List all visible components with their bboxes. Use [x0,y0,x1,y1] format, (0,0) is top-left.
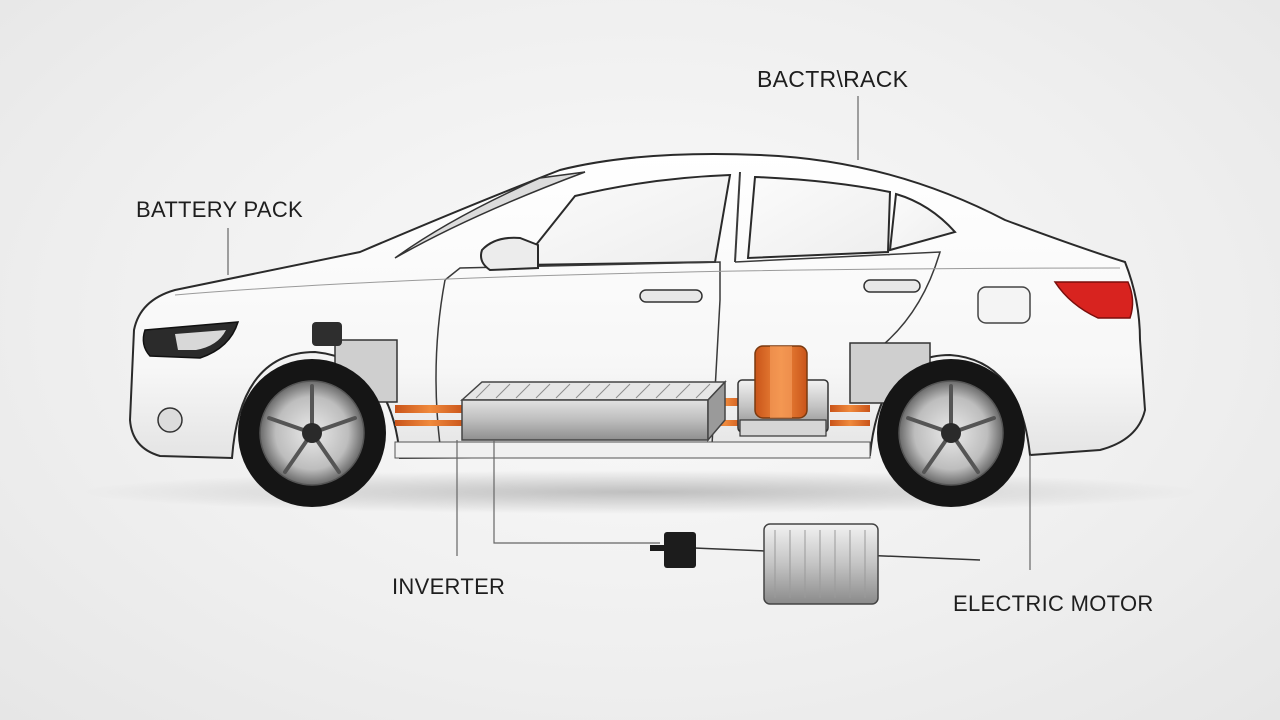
rear-door-handle [863,279,921,293]
windshield [394,171,586,259]
cable-front-lower [395,420,465,426]
side-mirror [480,236,539,272]
label-battery-pack: BATTERY PACK [136,197,304,222]
quarter-window [888,192,957,252]
battery-pack-icon [460,380,727,443]
tail-light [1053,281,1134,319]
inverter-icon [650,532,696,568]
headlight-lens [175,330,226,350]
cable-rear-2 [830,405,870,412]
label-top: BACTR\RACK [757,66,909,92]
front-door-seam [444,261,721,446]
rear-window [746,175,892,260]
front-window [517,173,732,267]
b-pillar-line [734,171,741,263]
front-motor-cap [312,322,342,346]
electric-motor-icon [737,345,829,437]
underbody-sill [394,441,871,459]
charge-port-door [977,286,1031,324]
front-wheel-icon [238,359,386,507]
leader-inverter-2 [493,440,660,544]
label-electric-motor: ELECTRIC MOTOR [953,591,1154,616]
cable-front [395,405,465,413]
label-inverter: INVERTER [392,574,506,599]
character-line [174,267,1121,296]
fog-light [157,407,183,433]
front-door-handle [639,289,703,303]
rear-wheel-icon [877,359,1025,507]
cable-rear-lower [705,420,745,426]
ground-shadow [80,470,1200,514]
cable-rear-3 [830,420,870,426]
detached-motor-icon [763,523,879,605]
